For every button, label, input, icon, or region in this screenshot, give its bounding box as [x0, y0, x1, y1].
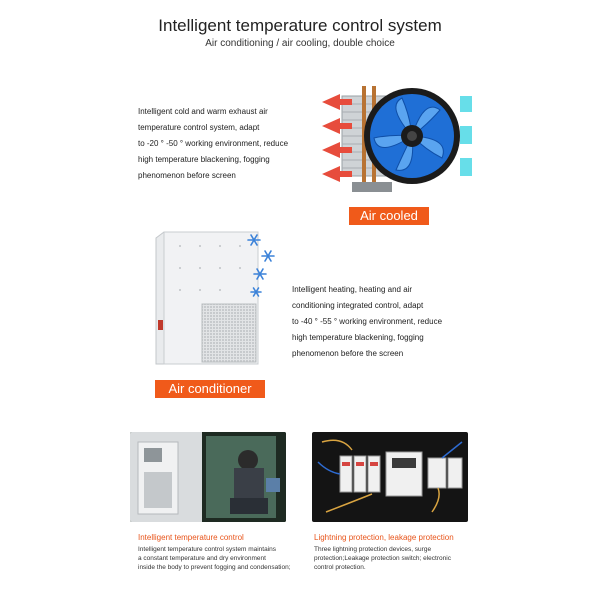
text-line: phenomenon before the screen: [292, 349, 404, 358]
text-line: Intelligent temperature control system m…: [138, 546, 277, 553]
cpu-cooler-illustration: [312, 76, 472, 202]
text-line: conditioning integrated control, adapt: [292, 301, 424, 310]
text-line: to -40 ° -55 ° working environment, redu…: [292, 317, 443, 326]
text-line: control protection.: [314, 564, 366, 571]
feature-text-lightning: Three lightning protection devices, surg…: [314, 545, 474, 572]
temperature-control-photo: [130, 432, 286, 522]
feature-title-temperature: Intelligent temperature control: [138, 533, 244, 542]
air-conditioner-icon: [155, 231, 275, 365]
page-subtitle: Air conditioning / air cooling, double c…: [205, 38, 395, 49]
text-line: to -20 ° -50 ° working environment, redu…: [138, 139, 289, 148]
air-cooled-description: Intelligent cold and warm exhaust air te…: [138, 104, 318, 184]
air-conditioner-illustration: [150, 228, 282, 368]
fan-icon: [322, 86, 472, 192]
feature-title-lightning: Lightning protection, leakage protection: [314, 533, 454, 542]
page-title: Intelligent temperature control system: [158, 16, 442, 35]
text-line: protection;Leakage protection switch; el…: [314, 555, 451, 562]
text-line: Intelligent cold and warm exhaust air: [138, 107, 268, 116]
lightning-protection-photo: [312, 432, 468, 522]
text-line: phenomenon before screen: [138, 171, 236, 180]
text-line: high temperature blackening, fogging: [138, 155, 270, 164]
snowflake-icon: [247, 234, 275, 297]
text-line: high temperature blackening, fogging: [292, 333, 424, 342]
air-conditioner-label: Air conditioner: [155, 380, 265, 398]
text-line: Three lightning protection devices, surg…: [314, 546, 432, 553]
air-cooled-label: Air cooled: [349, 207, 429, 225]
text-line: a constant temperature and dry environme…: [138, 555, 266, 562]
text-line: Intelligent heating, heating and air: [292, 285, 413, 294]
air-conditioner-description: Intelligent heating, heating and air con…: [292, 282, 477, 362]
text-line: inside the body to prevent fogging and c…: [138, 564, 291, 571]
text-line: temperature control system, adapt: [138, 123, 260, 132]
feature-text-temperature: Intelligent temperature control system m…: [138, 545, 308, 572]
